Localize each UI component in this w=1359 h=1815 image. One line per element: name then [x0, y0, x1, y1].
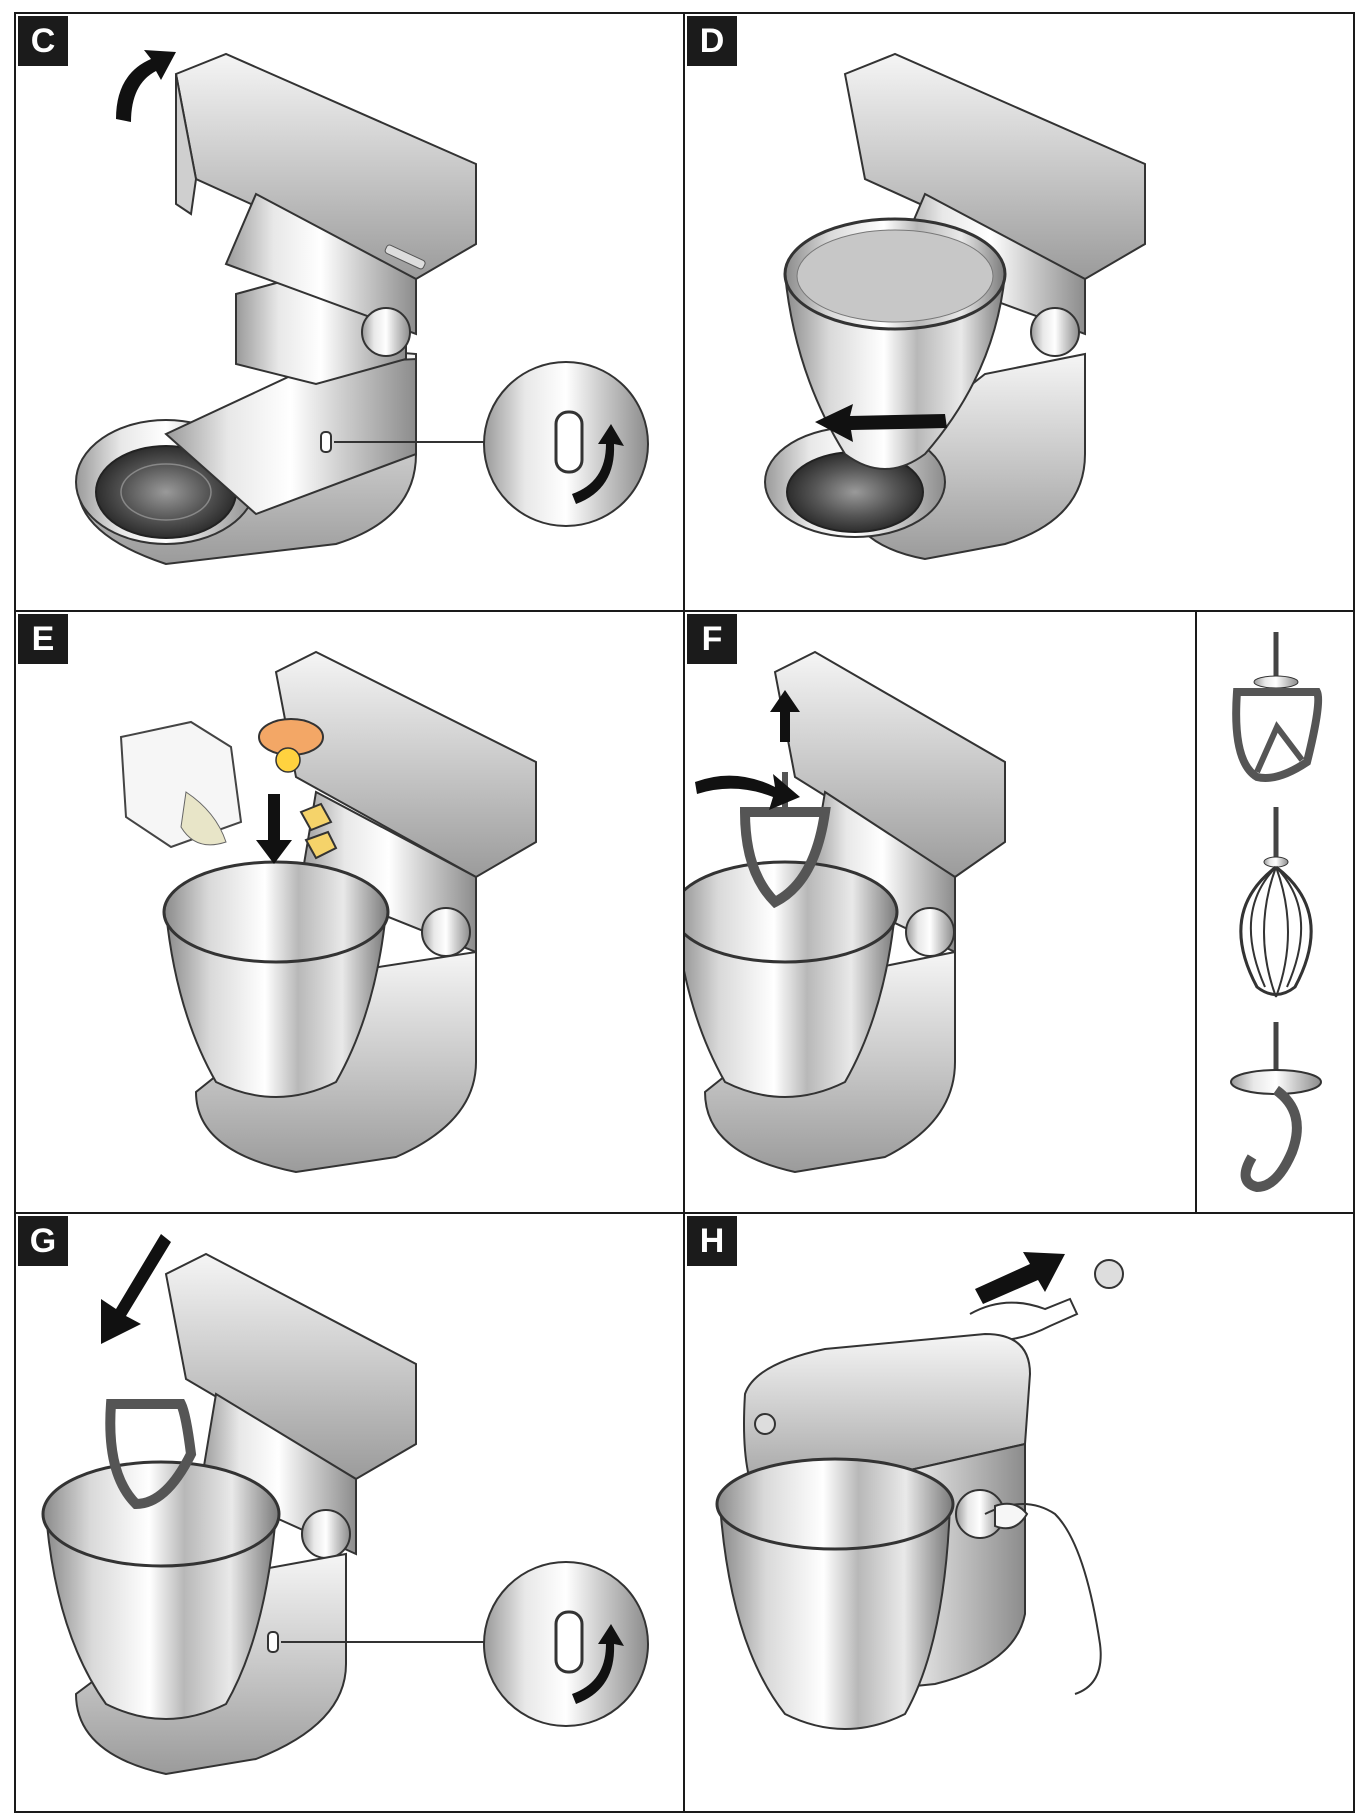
down-arrow-icon	[256, 794, 292, 864]
panel-c: C	[16, 14, 683, 610]
panel-f: F	[685, 612, 1195, 1212]
turn-arrow-icon	[695, 774, 800, 810]
rotate-up-arrow-icon	[572, 424, 624, 504]
panel-label: C	[18, 16, 68, 66]
row-divider-2	[14, 1212, 1355, 1214]
plug-in-and-switch-on-illustration	[715, 1252, 1124, 1730]
tools-column	[1197, 612, 1355, 1212]
head-lock-lever	[320, 431, 332, 453]
fit-tool-illustration	[685, 650, 1006, 1174]
raise-arrow-icon	[116, 50, 176, 122]
flour-bag-icon	[119, 720, 243, 849]
panel-label: D	[687, 16, 737, 66]
k-beater	[105, 1399, 197, 1510]
panel-g: G	[16, 1214, 683, 1811]
tools-divider	[1195, 610, 1197, 1212]
push-up-arrow-icon	[770, 690, 800, 742]
egg-yolk-icon	[275, 747, 301, 773]
panel-d: D	[685, 14, 1355, 610]
panel-label: F	[687, 614, 737, 664]
fit-bowl-illustration	[764, 52, 1146, 561]
k-beater	[739, 807, 831, 909]
whisk-icon	[1239, 807, 1313, 998]
k-beater-icon	[1232, 632, 1323, 782]
twist-arrow-icon	[815, 404, 947, 442]
hand-turning-knob-icon	[984, 1503, 1102, 1695]
mixing-bowl	[164, 911, 388, 1098]
add-ingredients-illustration	[119, 650, 537, 1174]
rotate-arrow-icon	[572, 1624, 624, 1704]
lower-arrow-icon	[101, 1234, 171, 1344]
dough-hook-icon	[1230, 1022, 1322, 1193]
panel-label: G	[18, 1216, 68, 1266]
butter-icon	[299, 802, 333, 832]
mixing-bowl	[718, 1503, 952, 1730]
mixing-bowl	[44, 1513, 278, 1720]
mixer-head-raised-illustration	[75, 50, 649, 566]
panel-e: E	[16, 612, 683, 1212]
speed-knob	[1030, 307, 1080, 357]
row-divider-1	[14, 610, 1355, 612]
panel-label: H	[687, 1216, 737, 1266]
panel-h: H	[685, 1214, 1355, 1811]
panel-label: E	[18, 614, 68, 664]
mixer-head-lowered-illustration	[41, 1234, 649, 1776]
plug-in-arrow-icon	[975, 1252, 1065, 1304]
speed-knob	[361, 307, 411, 357]
column-divider	[683, 12, 685, 1813]
